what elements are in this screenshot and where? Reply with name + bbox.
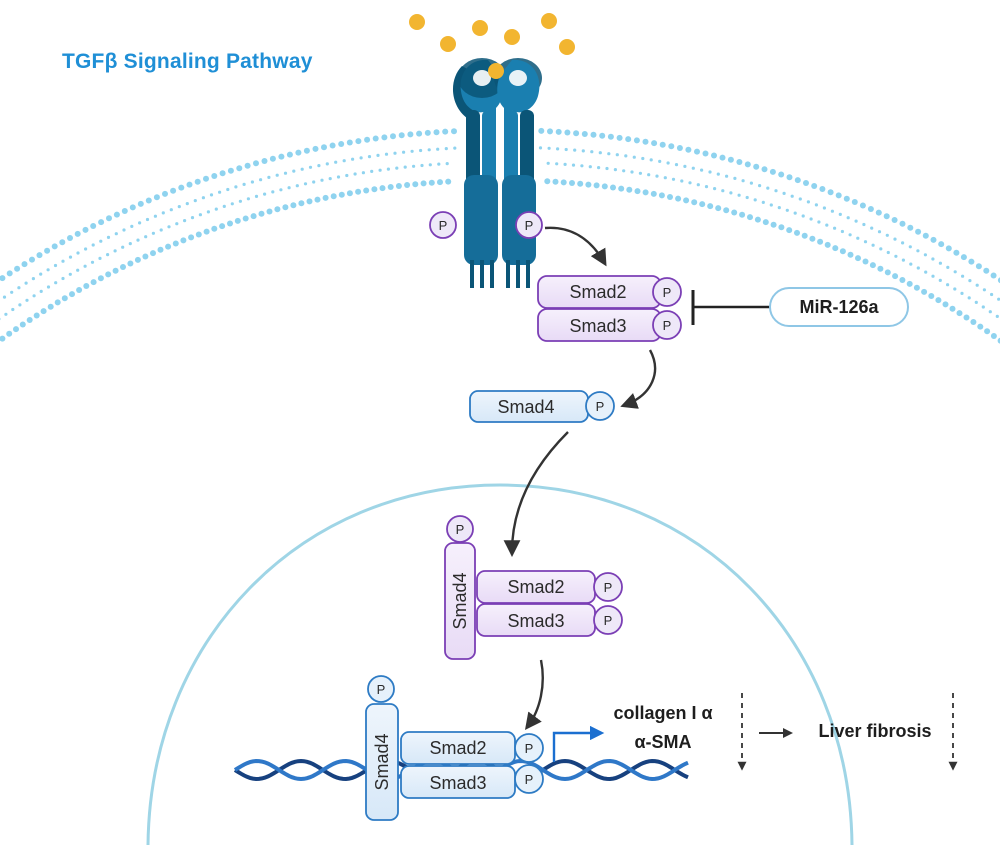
smad4-vertical-box	[365, 703, 399, 821]
outcome-liver-fibrosis: Liver fibrosis	[818, 721, 931, 741]
target-gene-collagen: collagen I α	[613, 703, 712, 723]
arrow-to-dna-complex	[524, 659, 544, 731]
smad3-label: Smad3	[507, 611, 564, 631]
smad3-label: Smad3	[569, 316, 626, 336]
ligand-particle	[472, 20, 488, 36]
phosphate-label: P	[604, 580, 613, 595]
receptor-phosphate-right: P	[515, 211, 543, 239]
cell-membrane	[0, 127, 1000, 344]
phosphate-label: P	[439, 218, 448, 233]
phosphate-label: P	[456, 522, 465, 537]
target-gene-asma: α-SMA	[634, 732, 691, 752]
mir126a-label: MiR-126a	[799, 297, 879, 317]
phosphate-label: P	[525, 741, 534, 756]
arrow-receptor-to-smad23	[544, 226, 607, 267]
ligand-particle	[440, 36, 456, 52]
dna-bound-smad-complex: Smad4 P Smad2 P Smad3 P	[365, 675, 544, 821]
smad4-label: Smad4	[497, 397, 554, 417]
smad2-label: Smad2	[569, 282, 626, 302]
receptor-phosphate-left: P	[429, 211, 457, 239]
ligand-particle	[504, 29, 520, 45]
smad2-label: Smad2	[429, 738, 486, 758]
nuclear-smad-complex: Smad4 P Smad2 P Smad3 P	[444, 515, 623, 660]
cytoplasm-smad23-complex: Smad2 P Smad3 P	[537, 275, 682, 342]
phosphate-label: P	[525, 218, 534, 233]
phosphate-label: P	[663, 285, 672, 300]
mir126a-pill	[769, 287, 909, 327]
cytoplasm-smad4: Smad4 P	[469, 390, 615, 423]
phosphate-label: P	[377, 682, 386, 697]
nuclear-envelope	[146, 483, 854, 845]
smad2-label: Smad2	[507, 577, 564, 597]
diagram-title: TGFβ Signaling Pathway	[62, 50, 313, 73]
phosphate-label: P	[596, 399, 605, 414]
ligand-particle	[559, 39, 575, 55]
mir126a-inhibition: MiR-126a	[691, 287, 909, 327]
smad4-label: Smad4	[372, 733, 392, 790]
arrow-to-nucleus	[503, 431, 569, 558]
tgf-beta-receptor	[452, 58, 542, 288]
transcription-arrow	[552, 725, 605, 762]
ligand-particle	[409, 14, 425, 30]
arrow-smad23-to-smad4	[620, 349, 657, 409]
phosphate-label: P	[525, 772, 534, 787]
smad3-label: Smad3	[429, 773, 486, 793]
phosphate-label: P	[604, 613, 613, 628]
phosphate-label: P	[663, 318, 672, 333]
ligand-particle	[541, 13, 557, 29]
smad4-label: Smad4	[450, 572, 470, 629]
smad4-vertical-box	[444, 542, 476, 660]
